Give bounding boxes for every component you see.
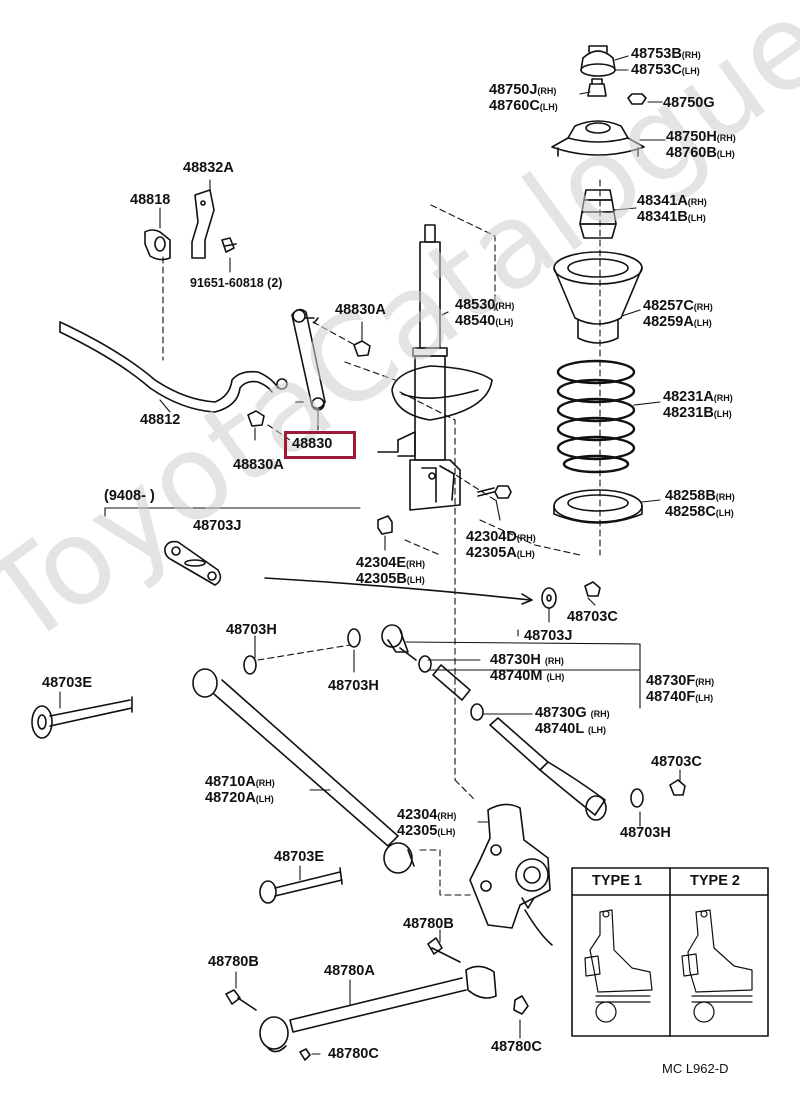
highlight-box — [284, 431, 356, 459]
lower-arm — [192, 668, 415, 874]
label-48703e-bottom: 48703E — [274, 849, 324, 865]
rear-knuckle — [469, 803, 553, 946]
label-48703e-top: 48703E — [42, 675, 92, 691]
nut-42304e — [377, 515, 393, 535]
label-48231: 48231A(RH)48231B(LH) — [663, 389, 733, 421]
type-1-label: TYPE 1 — [592, 873, 642, 889]
label-48780c-left: 48780C — [328, 1046, 379, 1062]
label-48753: 48753B(RH)48753C(LH) — [631, 46, 701, 78]
stabilizer-bracket — [144, 189, 237, 261]
label-48830a-bottom: 48830A — [233, 457, 284, 473]
type-inset-box — [571, 867, 769, 1037]
strut-rod — [225, 937, 529, 1061]
label-48703c-top: 48703C — [567, 609, 618, 625]
leader-lines — [59, 55, 681, 1055]
label-48710a: 48710A(RH)48720A(LH) — [205, 774, 275, 806]
label-48818: 48818 — [130, 192, 171, 208]
type-2-label: TYPE 2 — [690, 873, 740, 889]
spring-insulator — [553, 489, 643, 524]
label-42304d: 42304D(RH)42305A(LH) — [466, 529, 536, 561]
label-48730g: 48730G (RH)48740L (LH) — [535, 705, 610, 737]
label-48780c-right: 48780C — [491, 1039, 542, 1055]
label-48703h-left: 48703H — [226, 622, 277, 638]
lower-arm-plate — [164, 540, 533, 605]
stabilizer-bar — [59, 321, 288, 413]
bolt-48703e — [31, 696, 343, 904]
label-48703j-top: 48703J — [193, 518, 242, 534]
label-48258: 48258B(RH)48258C(LH) — [665, 488, 735, 520]
diagram-code: MC L962-D — [662, 1061, 729, 1076]
washers — [243, 581, 686, 808]
label-48750h: 48750H(RH)48760B(LH) — [666, 129, 736, 161]
spring-bumper — [553, 251, 643, 344]
label-48730h: 48730H (RH)48740M (LH) — [490, 652, 565, 684]
label-48257: 48257C(RH)48259A(LH) — [643, 298, 713, 330]
bump-stopper — [579, 189, 617, 239]
label-48703c-right: 48703C — [651, 754, 702, 770]
label-48812: 48812 — [140, 412, 181, 428]
label-48832a: 48832A — [183, 160, 234, 176]
type2-sketch — [681, 909, 753, 1023]
coil-spring — [556, 359, 636, 474]
stabilizer-link — [247, 308, 371, 427]
label-48780a: 48780A — [324, 963, 375, 979]
label-91651: 91651-60818 (2) — [190, 276, 283, 290]
label-48703h-right: 48703H — [620, 825, 671, 841]
label-42304: 42304(RH)42305(LH) — [397, 807, 457, 839]
label-48830a-top: 48830A — [335, 302, 386, 318]
label-48703j-mid: 48703J — [524, 628, 573, 644]
label-42304e: 42304E(RH)42305B(LH) — [356, 555, 425, 587]
type1-sketch — [584, 909, 653, 1023]
label-48780b-left: 48780B — [208, 954, 259, 970]
adjusting-rod — [381, 624, 607, 821]
label-48703h-mid: 48703H — [328, 678, 379, 694]
label-48750j: 48750J(RH)48760C(LH) — [489, 82, 558, 114]
label-48780b-mid: 48780B — [403, 916, 454, 932]
bolt-42304d — [477, 485, 512, 499]
label-48830[interactable]: 48830 — [292, 436, 333, 452]
date-note: (9408- ) — [104, 488, 155, 504]
label-48341: 48341A(RH)48341B(LH) — [637, 193, 707, 225]
label-48730f: 48730F(RH)48740F(LH) — [646, 673, 715, 705]
label-48750g: 48750G — [663, 95, 715, 111]
label-48530: 48530(RH)48540(LH) — [455, 297, 515, 329]
shock-absorber — [377, 224, 493, 511]
